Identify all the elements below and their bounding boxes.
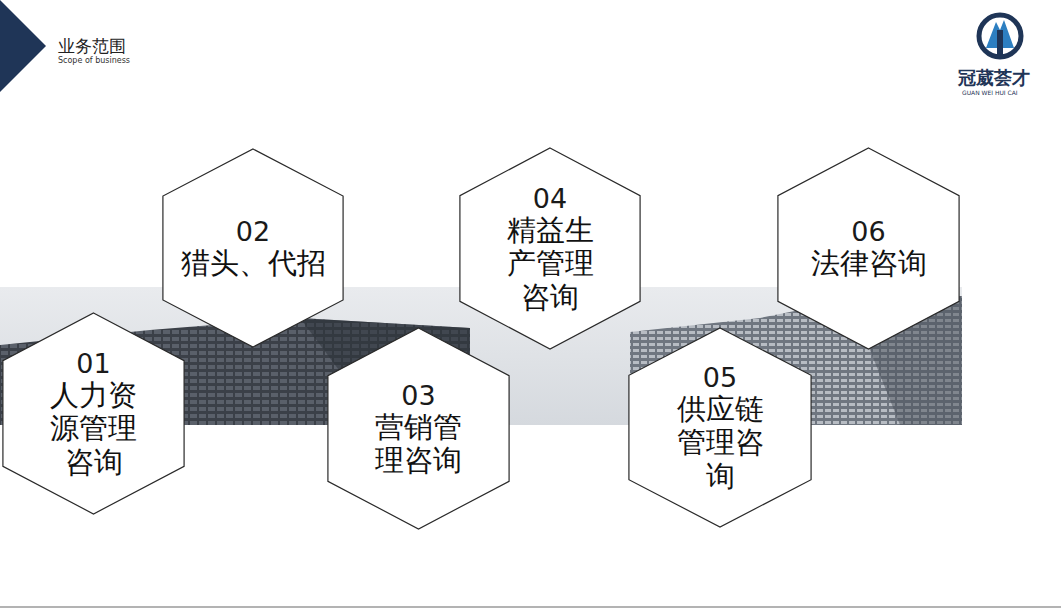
service-text: 精益生产管理咨询 — [502, 214, 598, 314]
callout-number: 04 — [533, 183, 567, 214]
callout-number: 06 — [851, 216, 885, 247]
hexagon-outline — [163, 149, 343, 347]
hexagon-content: 02猎头、代招 — [162, 148, 344, 348]
hexagon-node: 01人力资源管理咨询 — [2, 312, 185, 515]
corner-triangle — [0, 0, 46, 92]
hexagon-outline — [460, 148, 640, 349]
callout-number: 05 — [703, 362, 737, 393]
service-text: 供应链管理咨询 — [672, 393, 768, 493]
subtitle: Scope of business — [58, 56, 130, 65]
service-text: 人力资源管理咨询 — [46, 379, 142, 479]
service-text: 营销管理咨询 — [371, 411, 467, 478]
logo-ring — [979, 15, 1021, 57]
hexagon-content: 05供应链管理咨询 — [628, 327, 812, 528]
hexagon-node: 06法律咨询 — [777, 147, 960, 350]
callout-number: 02 — [236, 216, 270, 247]
logo-subtext: GUAN WEI HUI CAI — [962, 89, 1018, 96]
hexagon-outline — [3, 313, 184, 514]
slide-title: 业务范围 — [58, 35, 126, 58]
hexagon-content: 04精益生产管理咨询 — [459, 147, 641, 350]
hexagon-content: 03营销管理咨询 — [327, 327, 510, 530]
callout-number: 03 — [401, 380, 435, 411]
hexagon-node: 04精益生产管理咨询 — [459, 147, 641, 350]
logo-bar — [997, 30, 1003, 56]
hexagon-content: 06法律咨询 — [777, 147, 960, 350]
service-text: 法律咨询 — [796, 247, 941, 280]
hexagon-outline — [328, 328, 509, 529]
hexagon-node: 02猎头、代招 — [162, 148, 344, 348]
hexagon-outline — [778, 148, 959, 349]
bottom-rule — [0, 606, 1061, 608]
logo-text: 冠葳荟才 — [958, 66, 1030, 90]
hexagon-node: 03营销管理咨询 — [327, 327, 510, 530]
hexagon-outline — [629, 328, 811, 527]
hexagon-content: 01人力资源管理咨询 — [2, 312, 185, 515]
hexagon-node: 05供应链管理咨询 — [628, 327, 812, 528]
callout-number: 01 — [76, 348, 110, 379]
service-text: 猎头、代招 — [166, 247, 340, 280]
